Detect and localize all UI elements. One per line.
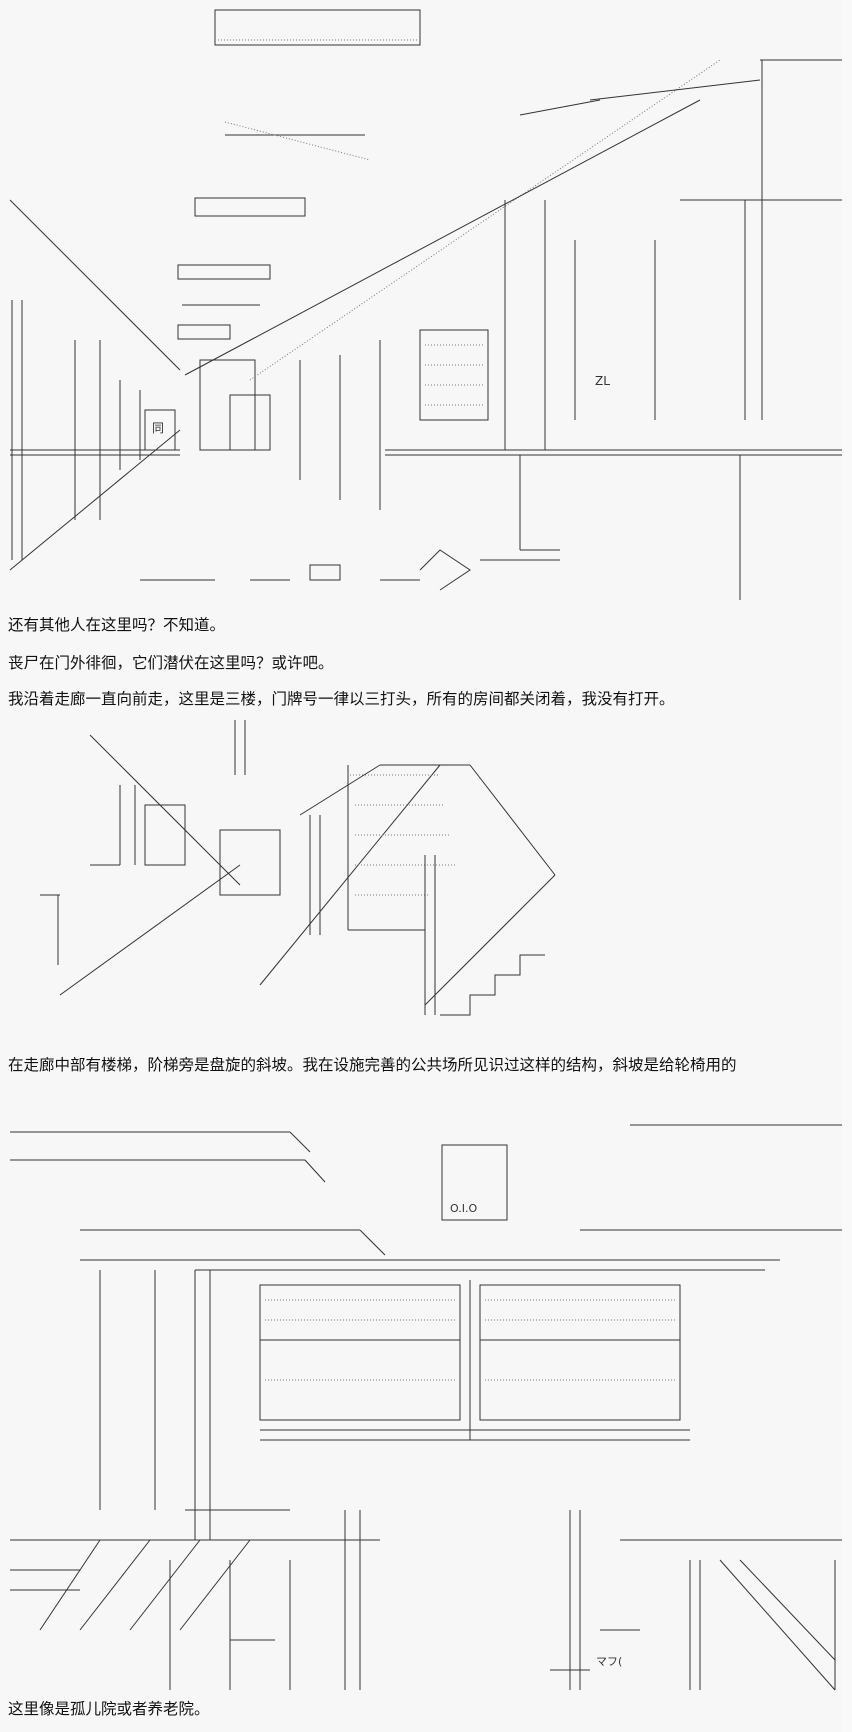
art-ma-label: マフ( bbox=[596, 1655, 622, 1668]
ascii-art-stairs bbox=[40, 720, 556, 1016]
art-window-label: O.I.O bbox=[450, 1202, 477, 1215]
art-door-sign: ZL bbox=[595, 374, 610, 388]
ascii-art-building: O.I.O bbox=[10, 1124, 842, 1691]
narration-line-2: 丧尸在门外徘徊，它们潜伏在这里吗？或许吧。 bbox=[8, 654, 334, 672]
art-sign: 同 bbox=[152, 421, 164, 435]
narration-line-1: 还有其他人在这里吗？不知道。 bbox=[8, 616, 226, 634]
ascii-art-corridor: 同 ZL bbox=[9, 9, 842, 600]
narration-line-3: 我沿着走廊一直向前走，这里是三楼，门牌号一律以三打头，所有的房间都关闭着，我没有… bbox=[8, 690, 675, 708]
narration-line-4: 在走廊中部有楼梯，阶梯旁是盘旋的斜坡。我在设施完善的公共场所见识过这样的结构，斜… bbox=[8, 1056, 737, 1074]
narration-line-5: 这里像是孤儿院或者养老院。 bbox=[8, 1700, 210, 1718]
